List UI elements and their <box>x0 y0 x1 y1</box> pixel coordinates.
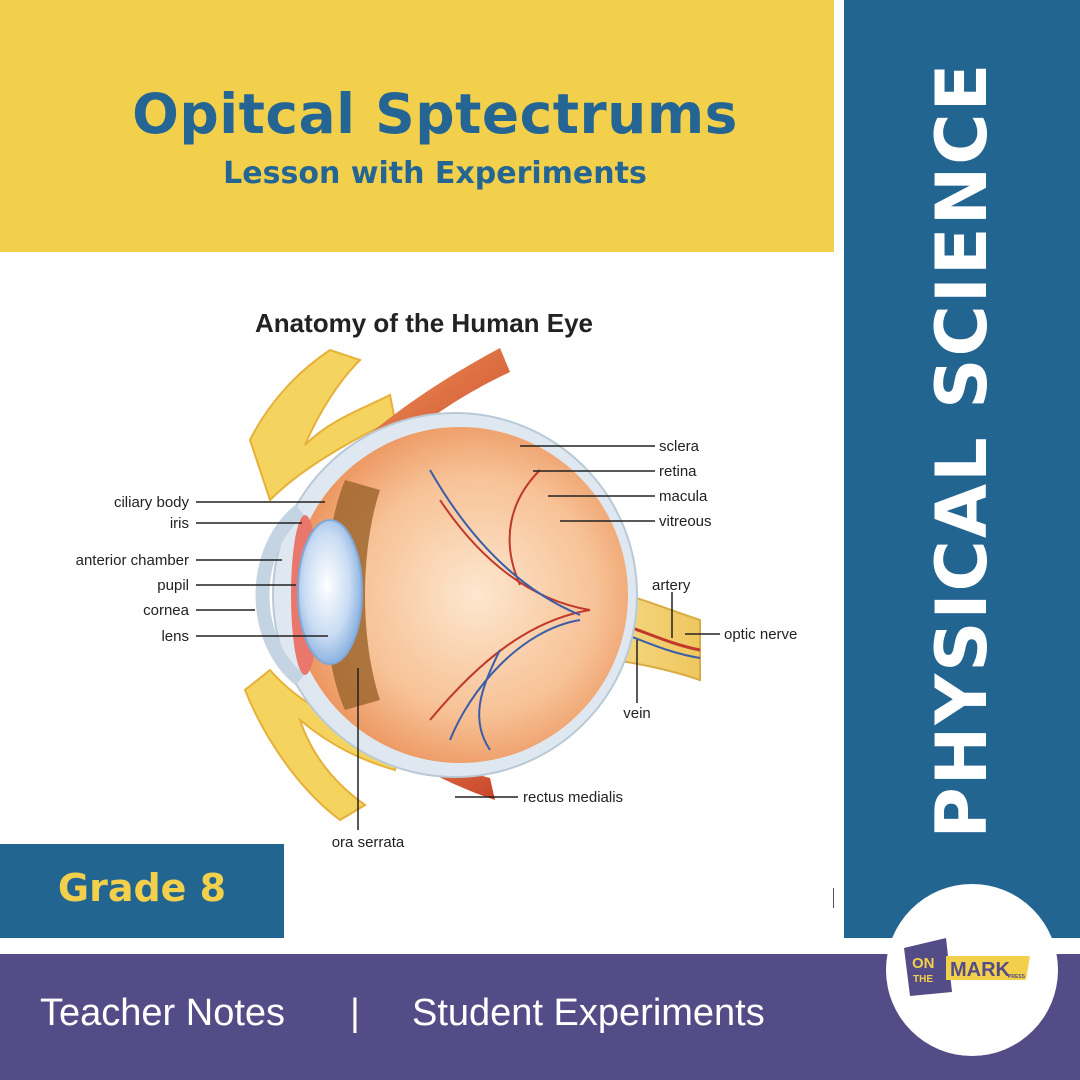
label-lens: lens <box>161 628 189 645</box>
label-sclera: sclera <box>659 438 700 455</box>
label-retina: retina <box>659 463 697 480</box>
logo-mark: MARK <box>950 959 1011 981</box>
footer-student-experiments: Student Experiments <box>412 992 765 1034</box>
label-macula: macula <box>659 488 708 505</box>
diagram-title: Anatomy of the Human Eye <box>255 308 593 338</box>
retinal-vessels <box>429 469 591 751</box>
grade-label: Grade 8 <box>57 866 227 910</box>
divider-mark <box>833 888 834 908</box>
page-subtitle: Lesson with Experiments <box>223 156 647 191</box>
label-optic-nerve: optic nerve <box>724 626 797 643</box>
side-banner <box>844 0 1080 938</box>
label-artery: artery <box>652 577 691 594</box>
eyeball-shape <box>292 427 628 763</box>
upper-orbit-bone <box>248 348 397 502</box>
label-pupil: pupil <box>157 577 189 594</box>
label-rectus-medialis: rectus medialis <box>523 789 623 806</box>
label-ora-serrata: ora serrata <box>332 834 405 851</box>
page-title: Opitcal Sptectrums <box>132 82 738 146</box>
cornea-shape <box>255 504 305 686</box>
eye-anatomy-diagram: Anatomy of the Human Eye <box>76 308 798 851</box>
label-ciliary-body: ciliary body <box>114 494 190 511</box>
side-banner-text: PHYSICAL SCIENCE <box>921 61 1003 839</box>
logo-press: PRESS <box>1008 974 1026 980</box>
label-vein: vein <box>623 705 651 722</box>
logo-the: THE <box>913 974 933 985</box>
label-iris: iris <box>170 515 189 532</box>
label-vitreous: vitreous <box>659 513 712 530</box>
logo-on: ON <box>912 955 935 972</box>
label-cornea: cornea <box>143 602 190 619</box>
title-band <box>0 0 834 252</box>
lens-shape <box>297 519 363 665</box>
on-the-mark-logo: ON THE MARK PRESS <box>904 938 1030 996</box>
grade-box <box>0 844 284 938</box>
footer-teacher-notes: Teacher Notes <box>40 992 286 1034</box>
leader-lines <box>196 445 720 830</box>
footer-separator: | <box>350 992 360 1034</box>
label-anterior-chamber: anterior chamber <box>76 552 189 569</box>
